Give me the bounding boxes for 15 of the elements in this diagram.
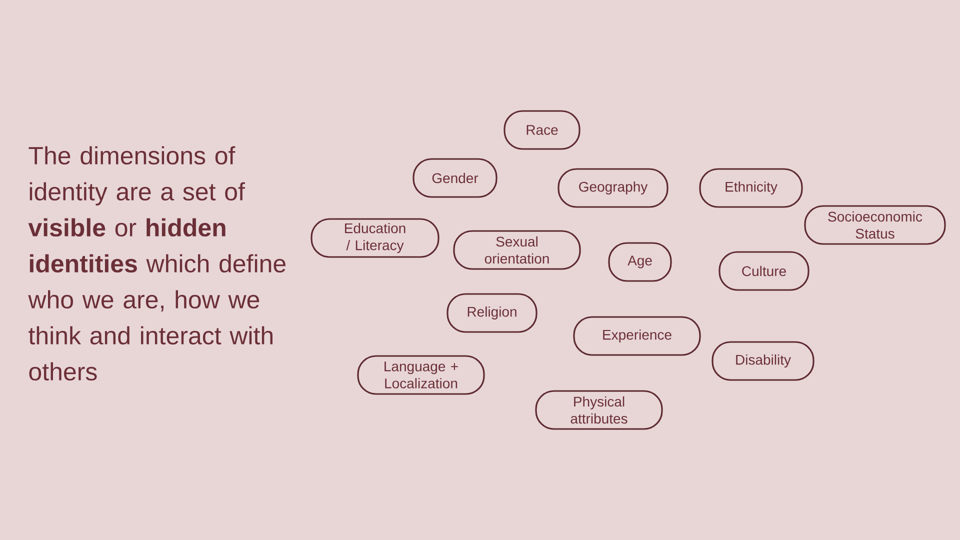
identity-pill: Language + Localization (357, 355, 485, 395)
identity-pill: Physical attributes (535, 390, 663, 430)
identity-pill: Sexual orientation (453, 230, 581, 270)
identity-pill: Race (504, 110, 580, 150)
identity-pill: Education / Literacy (310, 218, 440, 258)
identity-pill: Disability (712, 341, 814, 381)
identity-pill: Culture (718, 251, 810, 291)
identity-pill: Experience (573, 316, 701, 356)
heading-text: The dimensions of identity are a set of visible or hidden identities which define who we are, how we think and interact with others (28, 146, 286, 381)
identity-pill: Age (608, 242, 672, 282)
identity-pill: Socioeconomic Status (804, 205, 946, 245)
identity-pill: Gender (412, 158, 498, 198)
identity-pill: Ethnicity (699, 168, 803, 208)
identity-pill: Geography (558, 168, 668, 208)
identity-pill: Religion (446, 293, 538, 333)
